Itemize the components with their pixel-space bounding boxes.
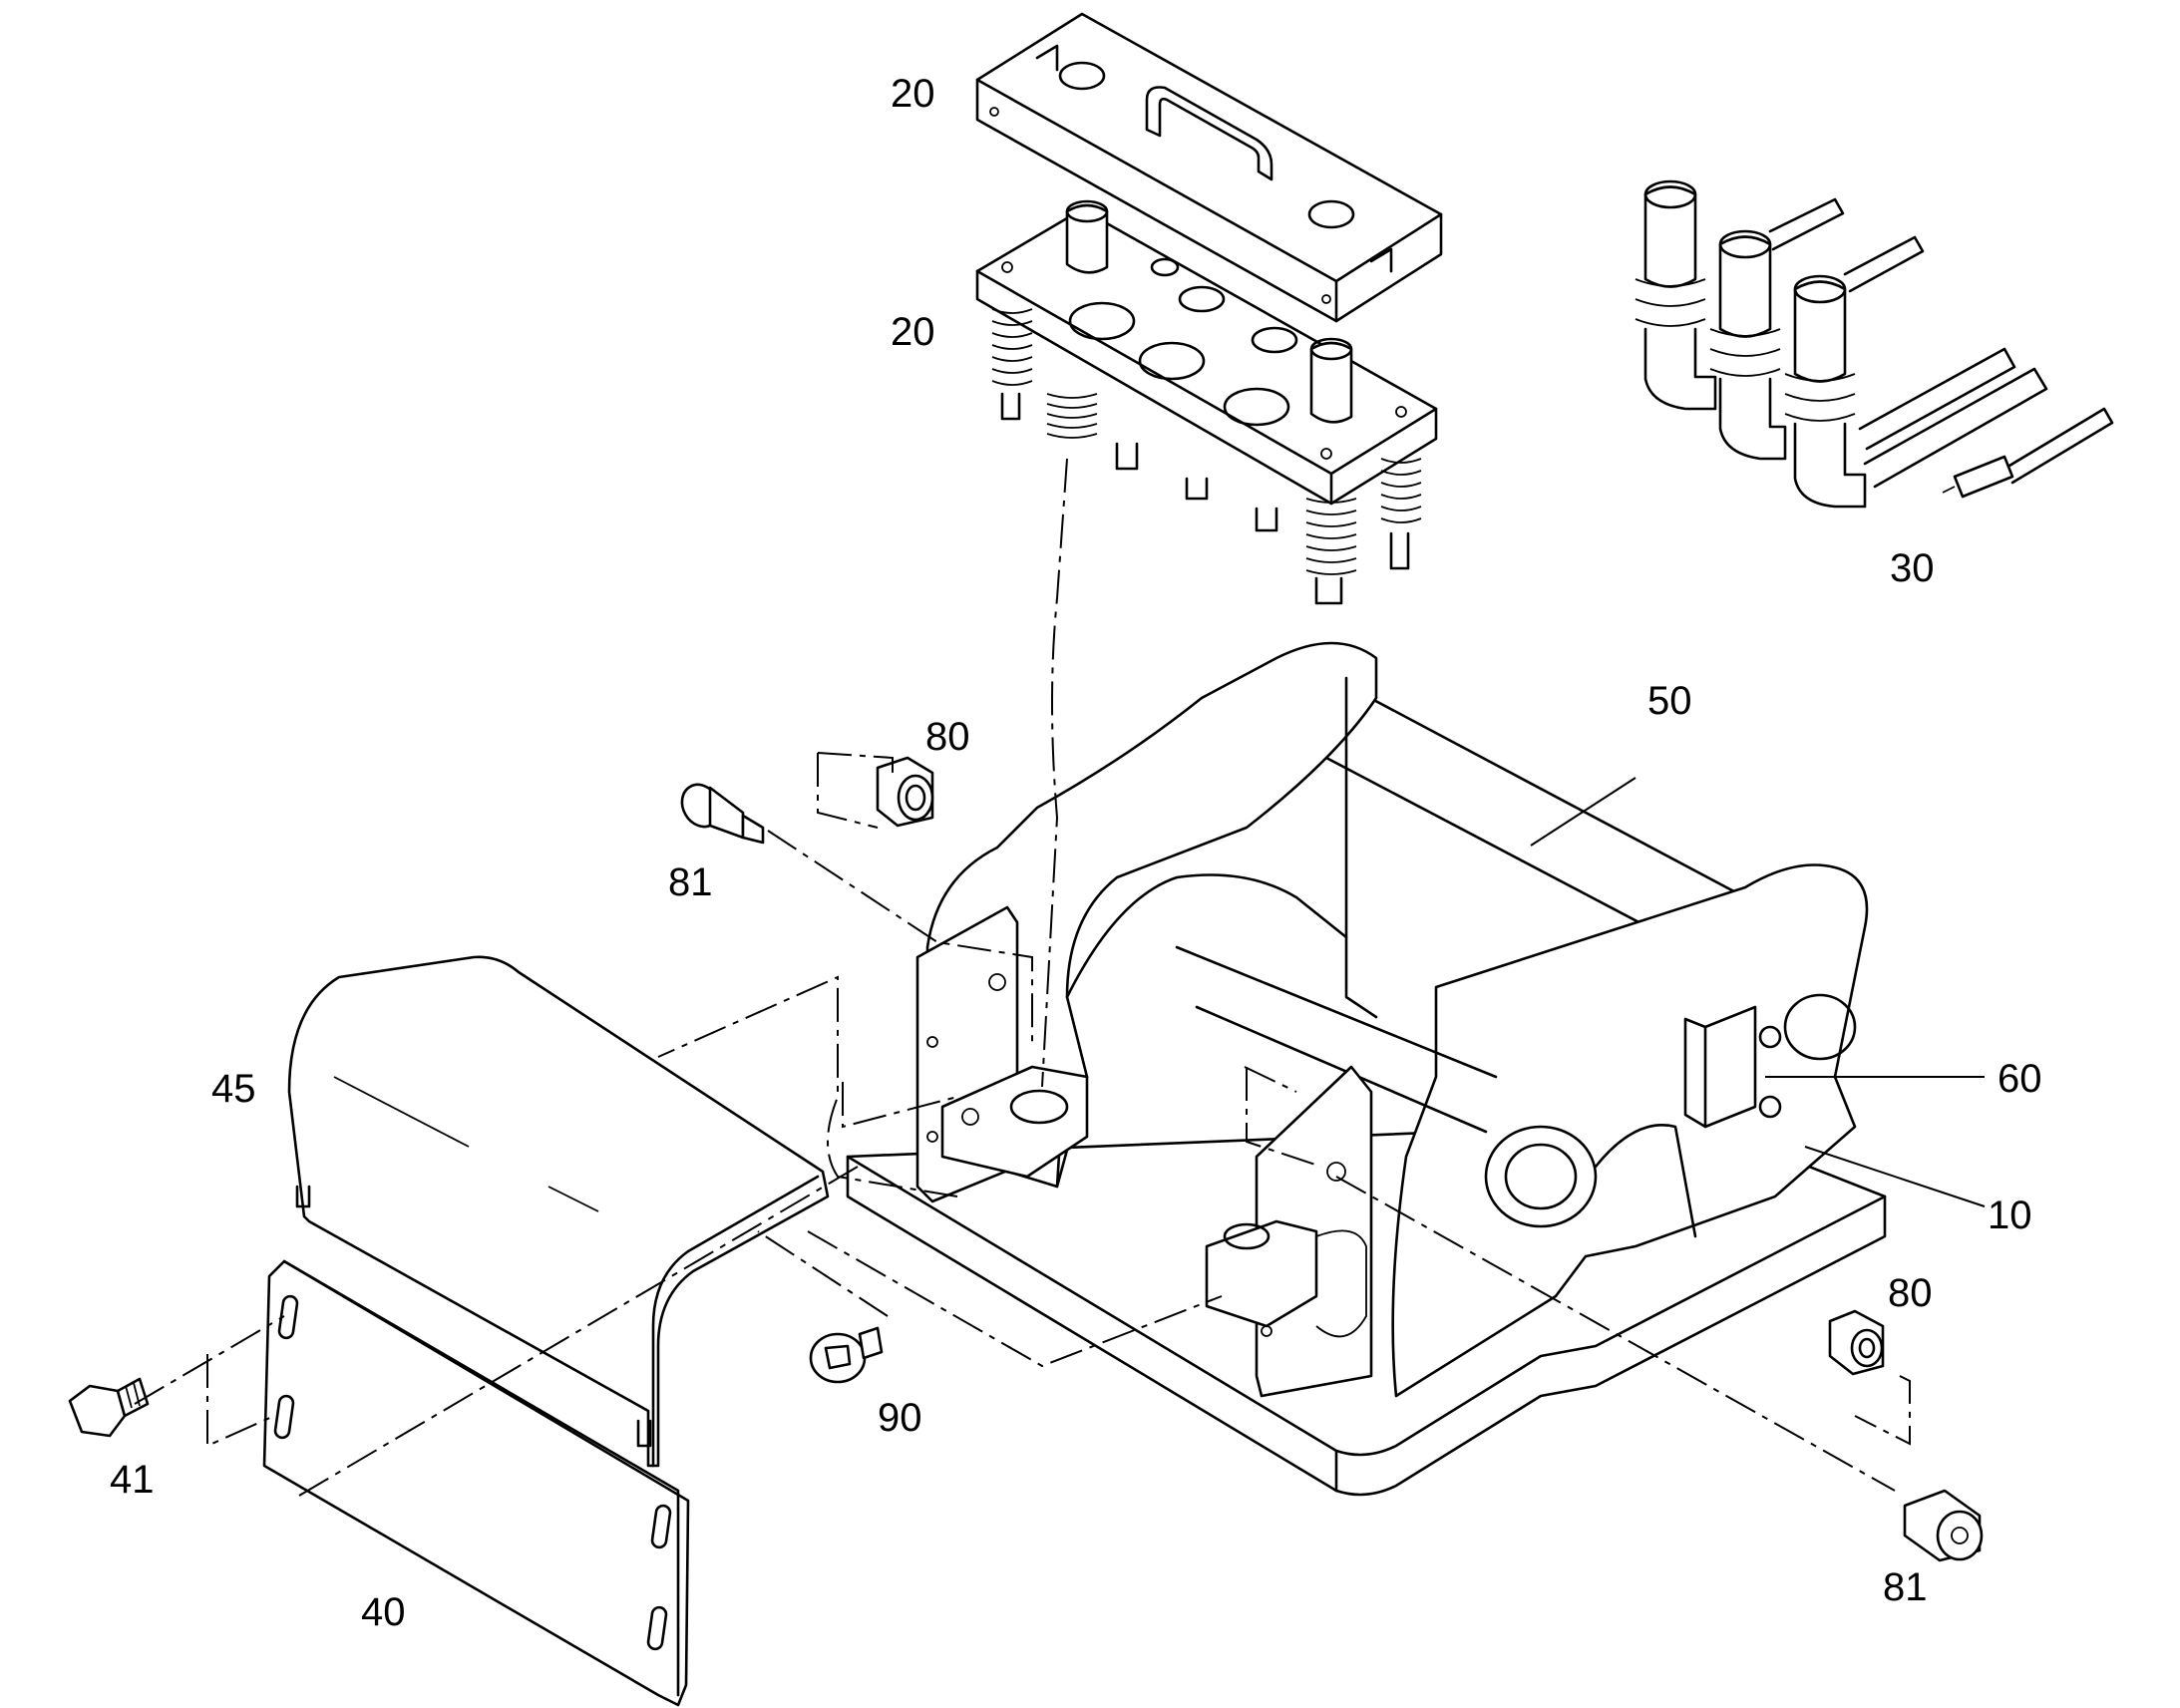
callout-45: 45	[211, 1067, 256, 1111]
leader-lines	[1530, 777, 1986, 1207]
part-20-cover-plate	[975, 12, 1443, 323]
callout-40: 40	[361, 1590, 406, 1634]
callout-80-right: 80	[1888, 1271, 1933, 1315]
part-80-bushing-right	[1828, 1309, 1885, 1376]
part-81-screw-bottom	[1903, 1489, 1984, 1562]
part-20-coupler-plate	[975, 199, 1438, 605]
callout-81-bottom: 81	[1883, 1565, 1928, 1609]
callout-81-top: 81	[668, 860, 713, 904]
callout-20-coupler: 20	[891, 310, 935, 354]
part-81-screw-top	[680, 783, 765, 845]
part-80-bushing-top	[876, 756, 934, 828]
part-50-coupler-frame	[846, 641, 1887, 1497]
part-45-guard-cover	[287, 955, 830, 1468]
callout-20-cover: 20	[891, 72, 935, 116]
part-40-cover-plate	[262, 1259, 690, 1707]
assembly-centerlines	[134, 458, 1911, 1497]
part-90-plug	[809, 1326, 884, 1384]
callout-10: 10	[1988, 1194, 2032, 1237]
callout-80-top: 80	[925, 715, 970, 759]
callout-50: 50	[1647, 679, 1692, 723]
callout-labels: 20 20 30 50 80 81 45 60 10 80 90 41 40 8…	[110, 72, 2042, 1634]
part-60-clamp	[1683, 1005, 1782, 1129]
callout-41: 41	[110, 1458, 155, 1502]
callout-90: 90	[878, 1396, 922, 1440]
part-30-hose-couplings	[1635, 179, 2114, 509]
callout-60: 60	[1998, 1057, 2042, 1101]
part-41-hex-bolt	[68, 1377, 150, 1438]
callout-30: 30	[1890, 546, 1935, 590]
